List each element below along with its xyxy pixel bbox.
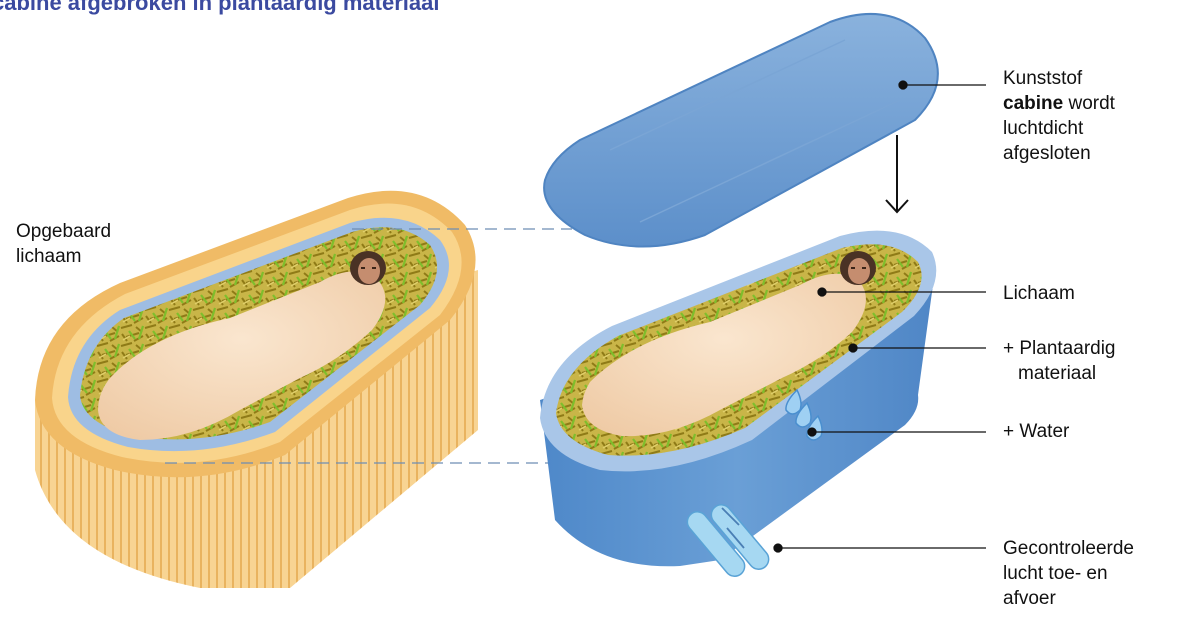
label-cabine-line1: Kunststof <box>1003 66 1115 91</box>
label-cabine: Kunststof cabine wordt luchtdicht afgesl… <box>1003 66 1115 166</box>
label-air-line3: afvoer <box>1003 586 1134 611</box>
label-cabine-rest: wordt <box>1063 93 1115 114</box>
label-cabine-bold: cabine <box>1003 93 1063 114</box>
label-cabine-line4: afgesloten <box>1003 141 1115 166</box>
cabin-tub <box>540 231 936 581</box>
label-lichaam: Lichaam <box>1003 281 1075 306</box>
cabin-head <box>840 251 876 285</box>
label-plantaardig: + Plantaardig materiaal <box>1003 336 1116 386</box>
arrow-down-icon <box>886 135 908 212</box>
label-left-line2: lichaam <box>16 244 111 269</box>
label-left-line1: Opgebaard <box>16 219 111 244</box>
label-water: + Water <box>1003 419 1069 444</box>
label-opgebaard-lichaam: Opgebaard lichaam <box>16 219 111 269</box>
label-plant-line1: + Plantaardig <box>1003 336 1116 361</box>
coffin-head <box>350 251 386 285</box>
cabin-lid <box>544 14 938 247</box>
label-air-line2: lucht toe- en <box>1003 561 1134 586</box>
label-air-line1: Gecontroleerde <box>1003 536 1134 561</box>
label-cabine-line2: cabine wordt <box>1003 91 1115 116</box>
label-plant-line2: materiaal <box>1003 361 1116 386</box>
cabin-lid-shape <box>544 14 938 247</box>
label-lucht: Gecontroleerde lucht toe- en afvoer <box>1003 536 1134 611</box>
label-cabine-line3: luchtdicht <box>1003 116 1115 141</box>
